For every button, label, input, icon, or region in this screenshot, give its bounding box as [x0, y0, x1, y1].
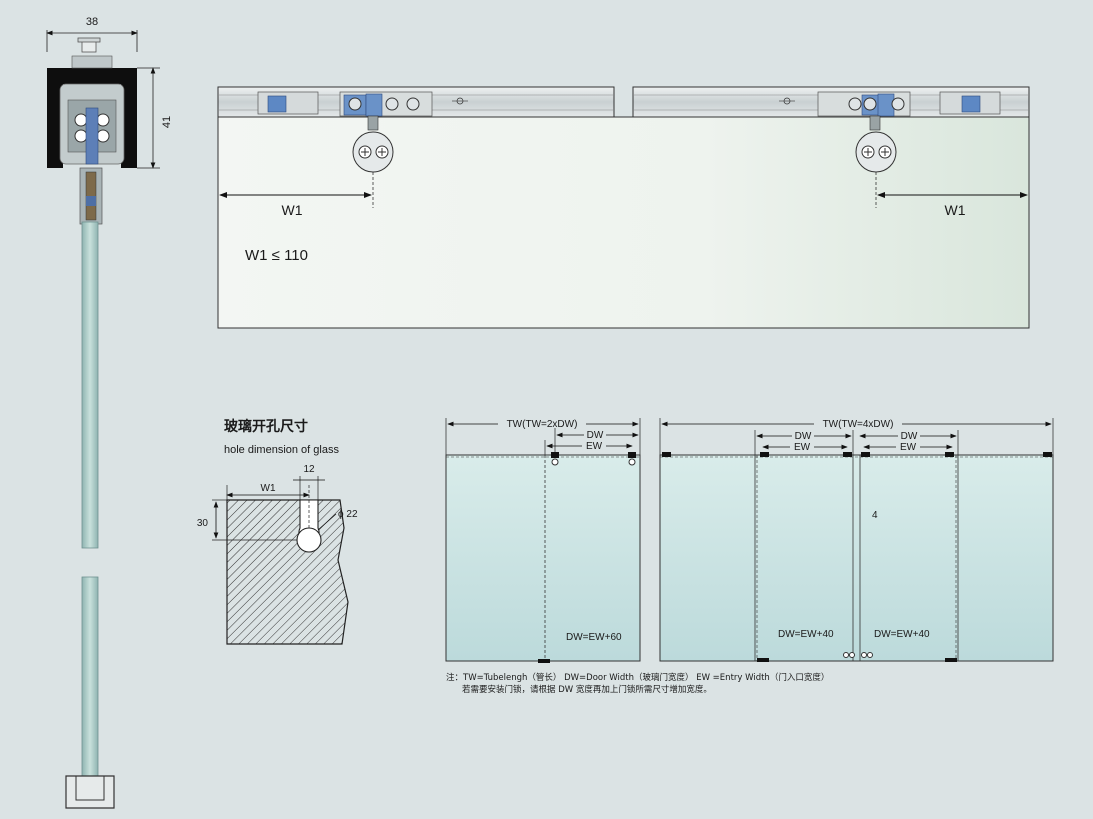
notes-line-1: 注：TW=Tubelengh（管长） DW=Door Width（玻璃门宽度） … [446, 672, 829, 683]
two-door-dw-label: DW [587, 430, 604, 441]
four-door-formula-right: DW=EW+40 [874, 629, 930, 640]
side-height-dimension: 41 [161, 116, 173, 128]
hole-w1-label: W1 [261, 483, 276, 494]
four-door-dw-left: DW [795, 431, 812, 442]
notes: 注：TW=Tubelengh（管长） DW=Door Width（玻璃门宽度） … [446, 672, 829, 695]
four-door-dw-right: DW [901, 431, 918, 442]
w1-constraint-label: W1 ≤ 110 [245, 247, 308, 264]
hole-title-cn: 玻璃开孔尺寸 [224, 418, 308, 435]
four-door-ew-right: EW [900, 442, 917, 453]
w1-right-label: W1 [945, 202, 966, 218]
two-door-formula: DW=EW+60 [566, 632, 622, 643]
four-door-marker: 4 [872, 510, 878, 521]
side-width-dimension: 38 [86, 16, 98, 28]
two-door-layout: TW(TW=2xDW) DW EW DW=EW+60 [445, 417, 641, 663]
hole-title-en: hole dimension of glass [224, 444, 339, 456]
four-door-tw-label: TW(TW=4xDW) [823, 419, 894, 430]
notes-line-2: 若需要安装门锁，请根据 DW 宽度再加上门锁所需尺寸增加宽度。 [462, 684, 712, 695]
w1-left-label: W1 [282, 202, 303, 218]
four-door-layout: TW(TW=4xDW) DW EW DW EW [659, 417, 1054, 662]
four-door-formula-left: DW=EW+40 [778, 629, 834, 640]
hole-detail: 玻璃开孔尺寸 hole dimension of glass W1 12 30 … [197, 418, 358, 645]
slot-width-label: 12 [303, 464, 315, 475]
front-elevation-view: W1 W1 W1 ≤ 110 [217, 86, 1030, 329]
side-section-view: 38 41 [46, 16, 173, 809]
hole-height-label: 30 [197, 518, 209, 529]
hole-diameter-label: ϕ 22 [338, 509, 358, 520]
two-door-ew-label: EW [586, 441, 603, 452]
four-door-ew-left: EW [794, 442, 811, 453]
two-door-tw-label: TW(TW=2xDW) [507, 419, 578, 430]
